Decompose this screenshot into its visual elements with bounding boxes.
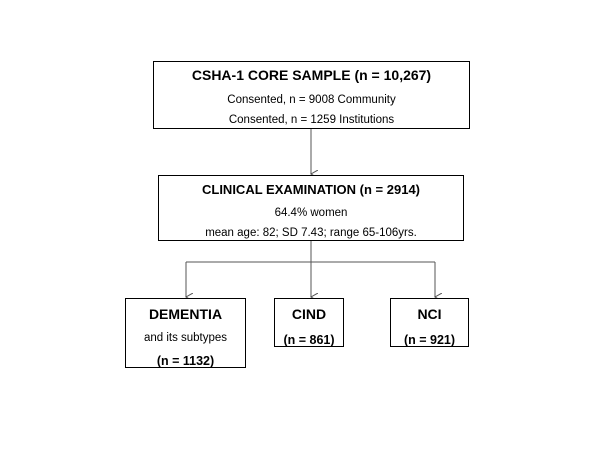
community-consented-text: Consented, n = 9008 Community <box>227 94 396 106</box>
clinical-examination-box: CLINICAL EXAMINATION (n = 2914) 64.4% wo… <box>158 175 464 241</box>
clinical-examination-title: CLINICAL EXAMINATION (n = 2914) <box>201 182 421 197</box>
dementia-title: DEMENTIA <box>148 306 223 322</box>
age-statistics-text: mean age: 82; SD 7.43; range 65-106yrs. <box>205 227 417 239</box>
core-sample-title: CSHA-1 CORE SAMPLE (n = 10,267) <box>191 67 432 83</box>
dementia-box: DEMENTIA and its subtypes (n = 1132) <box>125 298 246 368</box>
women-percentage-text: 64.4% women <box>274 207 348 219</box>
dementia-count: (n = 1132) <box>156 354 215 368</box>
nci-title: NCI <box>417 306 442 322</box>
cind-box: CIND (n = 861) <box>274 298 344 347</box>
cind-count: (n = 861) <box>283 333 335 347</box>
institutions-consented-text: Consented, n = 1259 Institutions <box>228 114 395 126</box>
dementia-subtypes-text: and its subtypes <box>143 332 228 344</box>
nci-count: (n = 921) <box>403 333 456 347</box>
core-sample-box: CSHA-1 CORE SAMPLE (n = 10,267) Consente… <box>153 61 470 129</box>
cind-title: CIND <box>291 306 327 322</box>
nci-box: NCI (n = 921) <box>390 298 469 347</box>
